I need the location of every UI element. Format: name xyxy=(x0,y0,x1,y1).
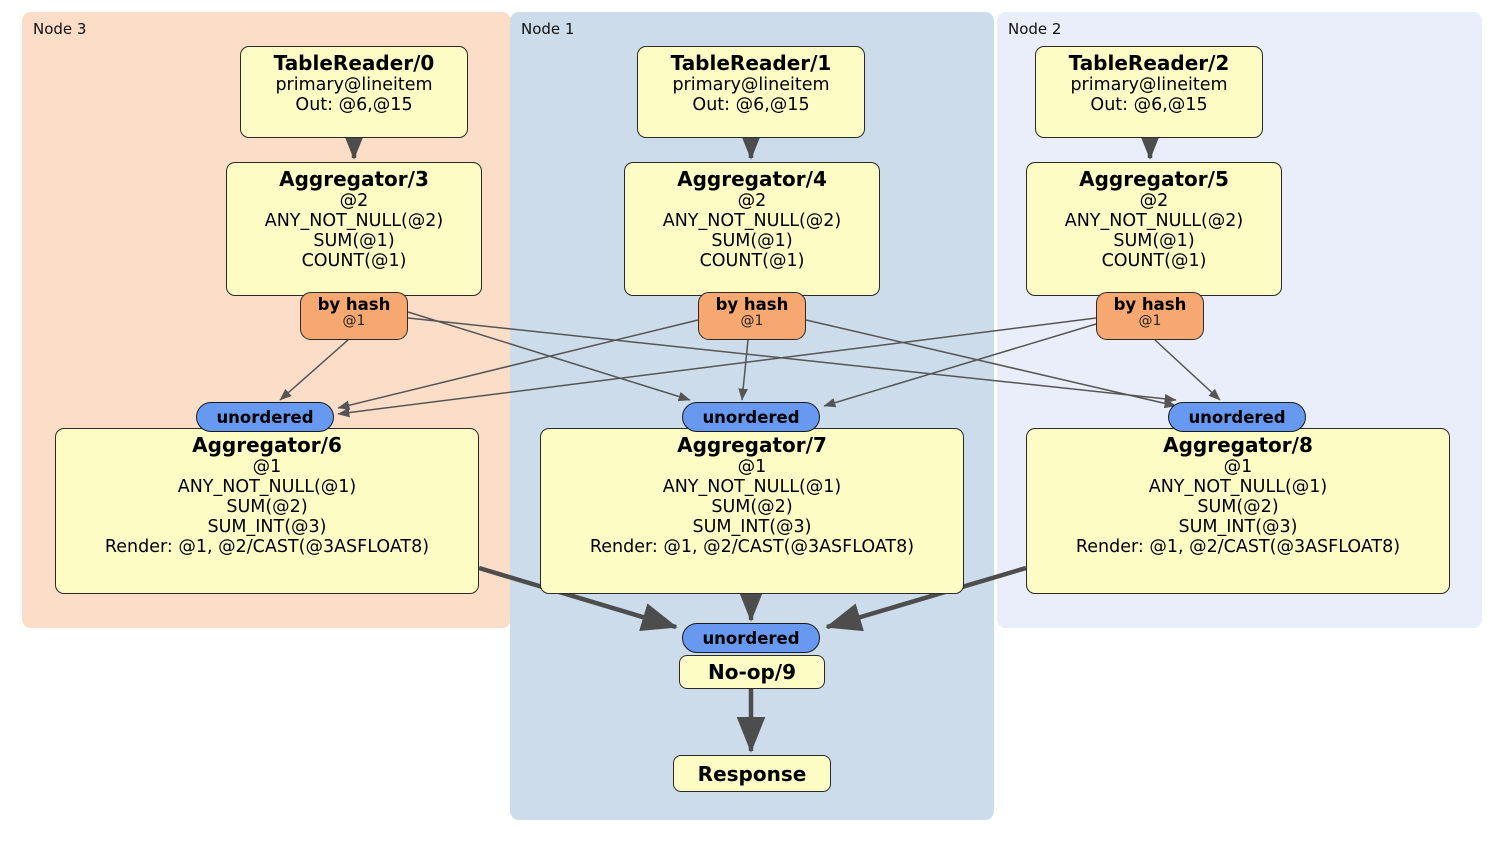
node-aggregator-8[interactable]: Aggregator/8 @1 ANY_NOT_NULL(@1) SUM(@2)… xyxy=(1026,428,1450,594)
node-line: SUM(@1) xyxy=(711,230,793,251)
node-tablereader-0[interactable]: TableReader/0 primary@lineitem Out: @6,@… xyxy=(240,46,468,138)
node-title: Aggregator/5 xyxy=(1079,167,1229,191)
node-aggregator-3[interactable]: Aggregator/3 @2 ANY_NOT_NULL(@2) SUM(@1)… xyxy=(226,162,482,296)
node-line: COUNT(@1) xyxy=(699,250,805,271)
node-title: TableReader/2 xyxy=(1068,51,1230,75)
unordered-node-6[interactable]: unordered xyxy=(196,402,334,432)
node-line: ANY_NOT_NULL(@1) xyxy=(662,476,842,497)
by-hash-node-5[interactable]: by hash @1 xyxy=(1096,292,1204,340)
by-hash-column: @1 xyxy=(1138,313,1162,330)
by-hash-node-3[interactable]: by hash @1 xyxy=(300,292,408,340)
node-line: Out: @6,@15 xyxy=(295,94,413,115)
by-hash-label: by hash xyxy=(317,295,391,314)
node-title: TableReader/1 xyxy=(670,51,832,75)
node-aggregator-6[interactable]: Aggregator/6 @1 ANY_NOT_NULL(@1) SUM(@2)… xyxy=(55,428,479,594)
node-line: ANY_NOT_NULL(@1) xyxy=(1148,476,1328,497)
panel-node3-label: Node 3 xyxy=(33,20,87,38)
node-aggregator-4[interactable]: Aggregator/4 @2 ANY_NOT_NULL(@2) SUM(@1)… xyxy=(624,162,880,296)
node-line: SUM(@1) xyxy=(1113,230,1195,251)
node-line: SUM(@2) xyxy=(1197,496,1279,517)
node-line: ANY_NOT_NULL(@2) xyxy=(1064,210,1244,231)
node-line: @2 xyxy=(737,190,767,211)
node-line: primary@lineitem xyxy=(1070,74,1228,95)
by-hash-node-4[interactable]: by hash @1 xyxy=(698,292,806,340)
by-hash-label: by hash xyxy=(1113,295,1187,314)
node-line: COUNT(@1) xyxy=(1101,250,1207,271)
node-line: COUNT(@1) xyxy=(301,250,407,271)
node-noop-9[interactable]: No-op/9 xyxy=(679,655,825,689)
node-line: Render: @1, @2/CAST(@3ASFLOAT8) xyxy=(589,536,915,557)
node-line: SUM(@1) xyxy=(313,230,395,251)
node-line: @1 xyxy=(737,456,767,477)
node-title: Aggregator/4 xyxy=(677,167,827,191)
node-aggregator-5[interactable]: Aggregator/5 @2 ANY_NOT_NULL(@2) SUM(@1)… xyxy=(1026,162,1282,296)
node-line: Out: @6,@15 xyxy=(1090,94,1208,115)
node-line: @2 xyxy=(1139,190,1169,211)
by-hash-column: @1 xyxy=(740,313,764,330)
node-line: SUM(@2) xyxy=(711,496,793,517)
unordered-node-7[interactable]: unordered xyxy=(682,402,820,432)
node-line: Render: @1, @2/CAST(@3ASFLOAT8) xyxy=(1075,536,1401,557)
node-aggregator-7[interactable]: Aggregator/7 @1 ANY_NOT_NULL(@1) SUM(@2)… xyxy=(540,428,964,594)
node-line: ANY_NOT_NULL(@1) xyxy=(177,476,357,497)
node-response[interactable]: Response xyxy=(673,755,831,792)
node-tablereader-2[interactable]: TableReader/2 primary@lineitem Out: @6,@… xyxy=(1035,46,1263,138)
node-line: ANY_NOT_NULL(@2) xyxy=(662,210,842,231)
node-line: SUM_INT(@3) xyxy=(207,516,327,537)
node-title: Aggregator/6 xyxy=(192,433,342,457)
node-title: Aggregator/7 xyxy=(677,433,827,457)
node-line: Render: @1, @2/CAST(@3ASFLOAT8) xyxy=(104,536,430,557)
node-line: @2 xyxy=(339,190,369,211)
by-hash-column: @1 xyxy=(342,313,366,330)
unordered-node-final[interactable]: unordered xyxy=(682,623,820,653)
node-line: @1 xyxy=(252,456,282,477)
node-title: TableReader/0 xyxy=(273,51,435,75)
node-line: ANY_NOT_NULL(@2) xyxy=(264,210,444,231)
unordered-node-8[interactable]: unordered xyxy=(1168,402,1306,432)
node-line: Out: @6,@15 xyxy=(692,94,810,115)
node-line: @1 xyxy=(1223,456,1253,477)
node-title: Aggregator/3 xyxy=(279,167,429,191)
node-title: Aggregator/8 xyxy=(1163,433,1313,457)
node-line: SUM(@2) xyxy=(226,496,308,517)
node-line: SUM_INT(@3) xyxy=(1178,516,1298,537)
by-hash-label: by hash xyxy=(715,295,789,314)
node-line: SUM_INT(@3) xyxy=(692,516,812,537)
panel-node1-label: Node 1 xyxy=(521,20,575,38)
panel-node2-label: Node 2 xyxy=(1008,20,1062,38)
node-line: primary@lineitem xyxy=(672,74,830,95)
node-tablereader-1[interactable]: TableReader/1 primary@lineitem Out: @6,@… xyxy=(637,46,865,138)
node-line: primary@lineitem xyxy=(275,74,433,95)
